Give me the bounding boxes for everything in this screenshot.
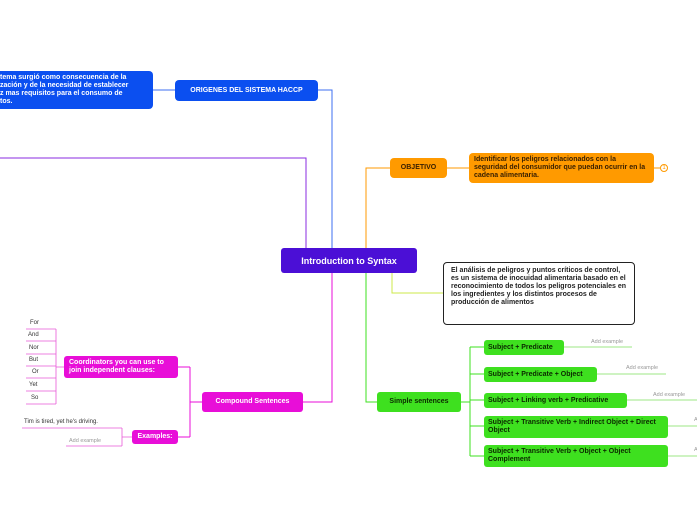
add-example-compound[interactable]: Add example xyxy=(69,438,102,444)
coordinator-but[interactable]: But xyxy=(29,357,39,363)
link-simple xyxy=(365,273,377,403)
compound-sentences-node[interactable]: Compound Sentences xyxy=(202,392,303,412)
simple-item-4[interactable]: Subject + Transitive Verb + Indirect Obj… xyxy=(484,416,668,438)
add-example-3[interactable]: Add example xyxy=(653,392,686,398)
add-example-4[interactable]: A xyxy=(694,417,697,423)
add-example-2[interactable]: Add example xyxy=(626,365,659,371)
central-topic[interactable]: Introduction to Syntax xyxy=(281,248,417,273)
link-objetivo xyxy=(365,167,390,248)
objetivo-detail-node[interactable]: Identificar los peligros relacionados co… xyxy=(469,153,654,183)
link-compound xyxy=(303,273,333,403)
link-compound-tree xyxy=(178,366,202,438)
origenes-detail-node[interactable]: tema surgió como consecuencia de la zaci… xyxy=(0,71,153,109)
link-analisis xyxy=(391,273,443,294)
coordinator-so[interactable]: So xyxy=(31,395,39,401)
coordinator-and[interactable]: And xyxy=(28,332,39,338)
coordinators-node[interactable]: Coordinators you can use to join indepen… xyxy=(64,356,178,378)
add-example-5[interactable]: A xyxy=(694,447,697,453)
link-examples-tree xyxy=(22,427,132,447)
simple-item-5-label: Subject + Transitive Verb + Object + Obj… xyxy=(488,448,631,463)
simple-item-1[interactable]: Subject + Predicate xyxy=(484,340,564,355)
origenes-detail-text: tema surgió como consecuencia de la zaci… xyxy=(0,74,129,105)
examples-node[interactable]: Examples: xyxy=(132,430,178,444)
link-purple-offscreen xyxy=(0,157,307,248)
coordinator-for[interactable]: For xyxy=(30,320,39,326)
link-simple-tree xyxy=(461,346,484,457)
link-coordinators-tree xyxy=(26,328,64,405)
example-item-1[interactable]: Tim is tired, yet he's driving. xyxy=(24,419,98,425)
link-origenes xyxy=(318,89,333,248)
objetivo-detail-text: Identificar los peligros relacionados co… xyxy=(474,156,646,179)
simple-item-3[interactable]: Subject + Linking verb + Predicative xyxy=(484,393,627,408)
simple-item-4-label: Subject + Transitive Verb + Indirect Obj… xyxy=(488,419,656,434)
coordinators-label: Coordinators you can use to join indepen… xyxy=(69,359,164,374)
simple-item-5[interactable]: Subject + Transitive Verb + Object + Obj… xyxy=(484,445,668,467)
simple-sentences-node[interactable]: Simple sentences xyxy=(377,392,461,412)
coordinator-or[interactable]: Or xyxy=(32,369,39,375)
link-addex-underlines xyxy=(564,346,697,457)
analisis-text: El análisis de peligros y puntos crítico… xyxy=(451,267,627,306)
objetivo-node[interactable]: OBJETIVO xyxy=(390,158,447,178)
simple-item-2[interactable]: Subject + Predicate + Object xyxy=(484,367,597,382)
add-example-1[interactable]: Add example xyxy=(591,339,624,345)
analisis-node[interactable]: El análisis de peligros y puntos crítico… xyxy=(443,262,635,325)
coordinator-yet[interactable]: Yet xyxy=(29,382,38,388)
origenes-node[interactable]: ORIGENES DEL SISTEMA HACCP xyxy=(175,80,318,101)
comment-count-icon[interactable]: 1 xyxy=(660,164,668,172)
coordinator-nor[interactable]: Nor xyxy=(29,345,39,351)
